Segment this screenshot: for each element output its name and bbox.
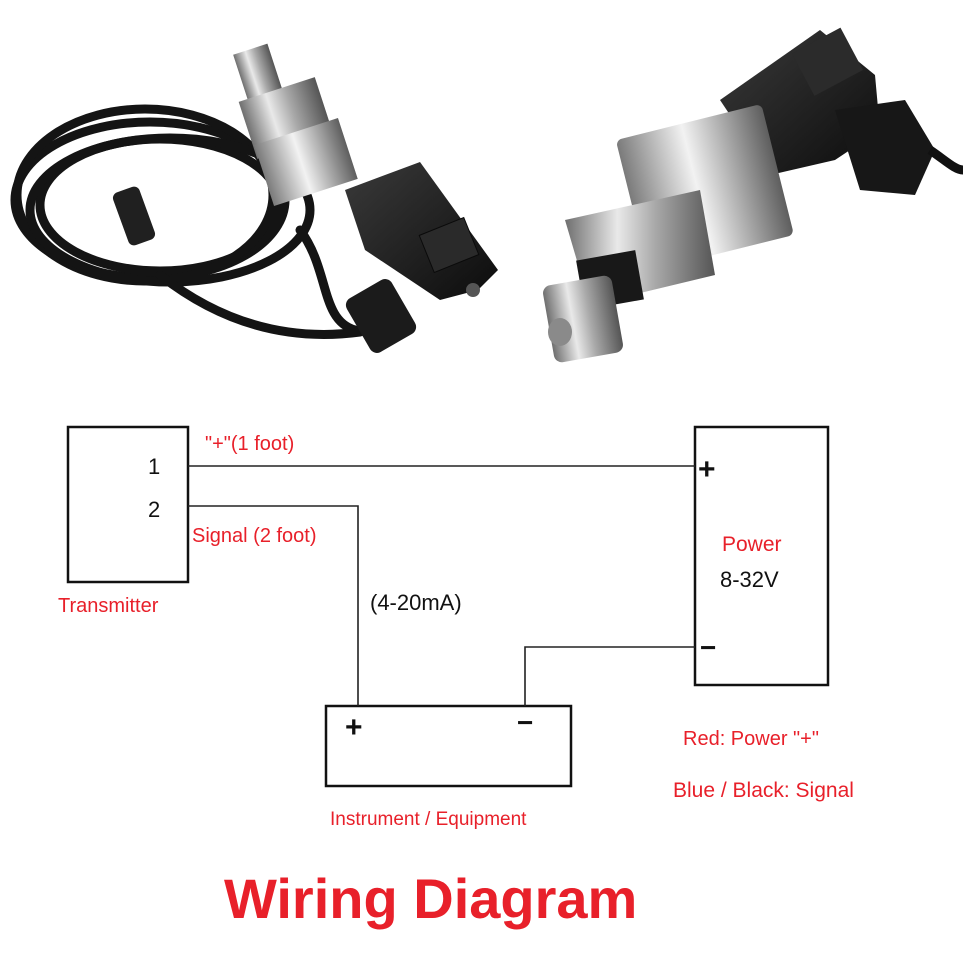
instrument-box xyxy=(324,704,573,788)
current-label: (4-20mA) xyxy=(370,590,462,615)
power-box xyxy=(693,425,830,687)
power-minus-sign: − xyxy=(700,632,716,663)
sensor-right xyxy=(543,27,963,363)
instrument-minus-sign: − xyxy=(517,707,533,738)
wire-signal xyxy=(188,505,359,706)
transmitter-box xyxy=(66,425,190,584)
power-plus-sign: + xyxy=(698,453,716,486)
instrument-label: Instrument / Equipment xyxy=(330,809,527,830)
product-photo xyxy=(10,27,963,363)
instrument-plus-sign: + xyxy=(345,711,363,744)
legend-red: Red: Power "+" xyxy=(683,728,819,750)
power-voltage: 8-32V xyxy=(720,567,779,592)
signal-wire-label: Signal (2 foot) xyxy=(192,525,317,547)
sensor-left xyxy=(233,43,498,353)
transmitter-label: Transmitter xyxy=(58,595,159,617)
wire-power-minus xyxy=(524,646,695,706)
diagram-title: Wiring Diagram xyxy=(224,867,637,930)
pin-2-label: 2 xyxy=(148,497,160,522)
pin-1-label: 1 xyxy=(148,454,160,479)
legend-blue-black: Blue / Black: Signal xyxy=(673,779,854,802)
power-title: Power xyxy=(722,533,782,556)
cable-tie xyxy=(112,186,156,246)
power-plus-wire-label: "+"(1 foot) xyxy=(205,433,294,455)
